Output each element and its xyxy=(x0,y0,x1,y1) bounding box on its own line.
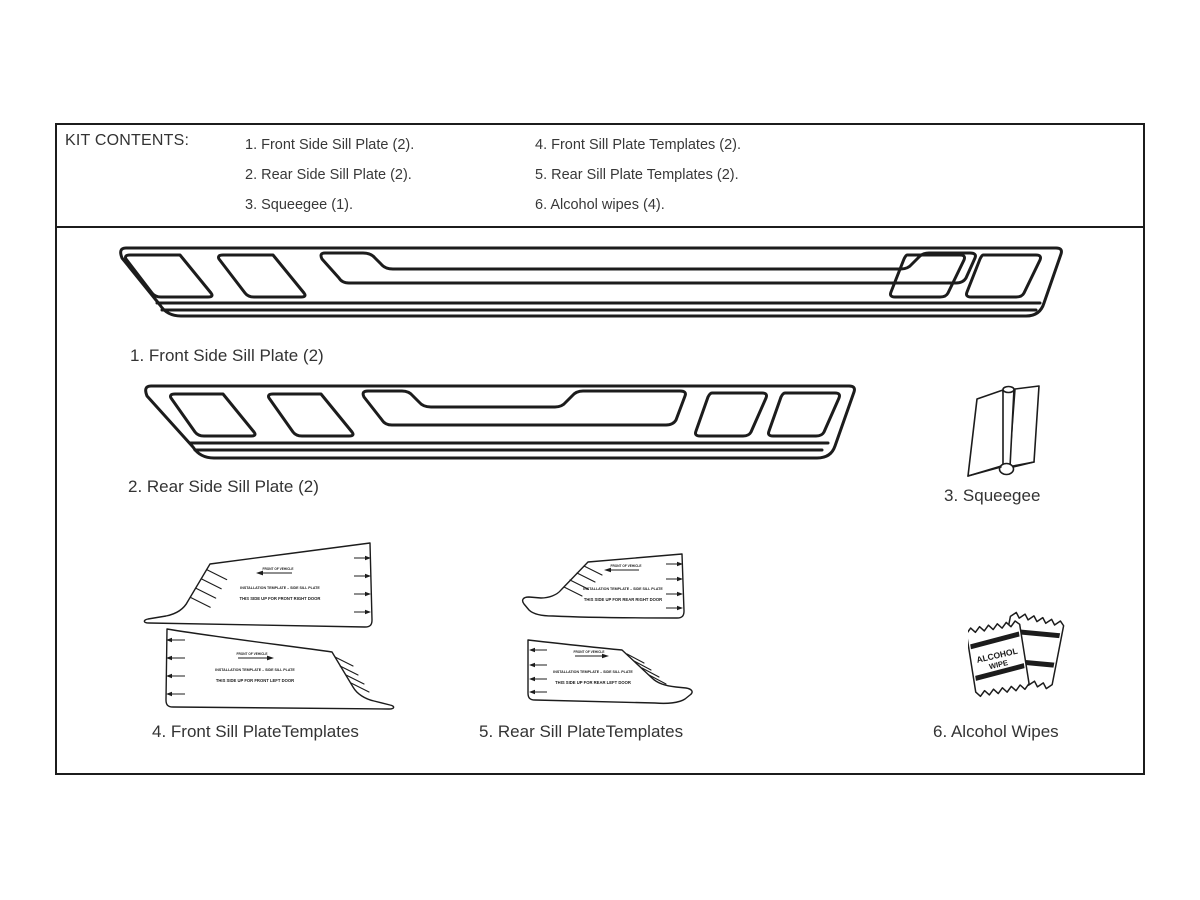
template-rear-right-outline xyxy=(521,553,685,619)
kit-title: KIT CONTENTS: xyxy=(65,132,190,149)
template-direction-label: FRONT OF VEHICLE xyxy=(263,567,294,571)
kit-item-1: 1. Front Side Sill Plate (2). xyxy=(245,137,415,153)
template-title-text: INSTALLATION TEMPLATE – SIDE SILL PLATE xyxy=(240,586,320,590)
template-side-text: THIS SIDE UP FOR FRONT LEFT DOOR xyxy=(216,678,294,683)
template-title-text: INSTALLATION TEMPLATE – SIDE SILL PLATE xyxy=(553,670,633,674)
rear-sill-plate-caption: 2. Rear Side Sill Plate (2) xyxy=(128,477,319,496)
kit-item-2: 2. Rear Side Sill Plate (2). xyxy=(245,167,412,183)
squeegee-drawing xyxy=(967,385,1040,477)
wipe-packet-front: ALCOHOL WIPE xyxy=(968,620,1030,698)
kit-item-6: 6. Alcohol wipes (4). xyxy=(535,197,665,213)
rear-templates-drawing: FRONT OF VEHICLE INSTALLATION TEMPLATE –… xyxy=(521,553,693,705)
kit-item-4: 4. Front Sill Plate Templates (2). xyxy=(535,137,742,153)
template-side-text: THIS SIDE UP FOR REAR LEFT DOOR xyxy=(555,680,631,685)
template-side-text: THIS SIDE UP FOR FRONT RIGHT DOOR xyxy=(240,596,321,601)
template-side-text: THIS SIDE UP FOR REAR RIGHT DOOR xyxy=(584,597,662,602)
template-front-left-outline xyxy=(165,628,395,710)
wipe-label-line2: WIPE xyxy=(988,658,1009,671)
template-direction-label: FRONT OF VEHICLE xyxy=(574,650,605,654)
kit-contents-box: KIT CONTENTS: 1. Front Side Sill Plate (… xyxy=(55,123,1145,775)
rear-templates-caption: 5. Rear Sill PlateTemplates xyxy=(479,722,684,741)
rear-sill-plate-drawing xyxy=(144,384,856,460)
front-sill-plate-caption: 1. Front Side Sill Plate (2) xyxy=(130,346,324,365)
front-templates-caption: 4. Front Sill PlateTemplates xyxy=(152,722,359,741)
template-direction-label: FRONT OF VEHICLE xyxy=(611,564,642,568)
template-title-text: INSTALLATION TEMPLATE – SIDE SILL PLATE xyxy=(215,668,295,672)
template-title-text: INSTALLATION TEMPLATE – SIDE SILL PLATE xyxy=(583,587,663,591)
alcohol-wipes-drawing: ALCOHOL WIPE xyxy=(968,611,1065,698)
alcohol-wipes-caption: 6. Alcohol Wipes xyxy=(933,722,1059,741)
template-rear-left-outline xyxy=(527,639,693,705)
template-direction-label: FRONT OF VEHICLE xyxy=(237,652,268,656)
kit-item-3: 3. Squeegee (1). xyxy=(245,197,354,213)
squeegee-caption: 3. Squeegee xyxy=(944,486,1041,505)
front-templates-drawing: FRONT OF VEHICLE INSTALLATION TEMPLATE –… xyxy=(143,542,395,710)
kit-item-5: 5. Rear Sill Plate Templates (2). xyxy=(535,167,739,183)
template-front-right-outline xyxy=(143,542,373,628)
kit-header: KIT CONTENTS: 1. Front Side Sill Plate (… xyxy=(57,125,1143,228)
front-sill-plate-drawing xyxy=(119,246,1063,318)
